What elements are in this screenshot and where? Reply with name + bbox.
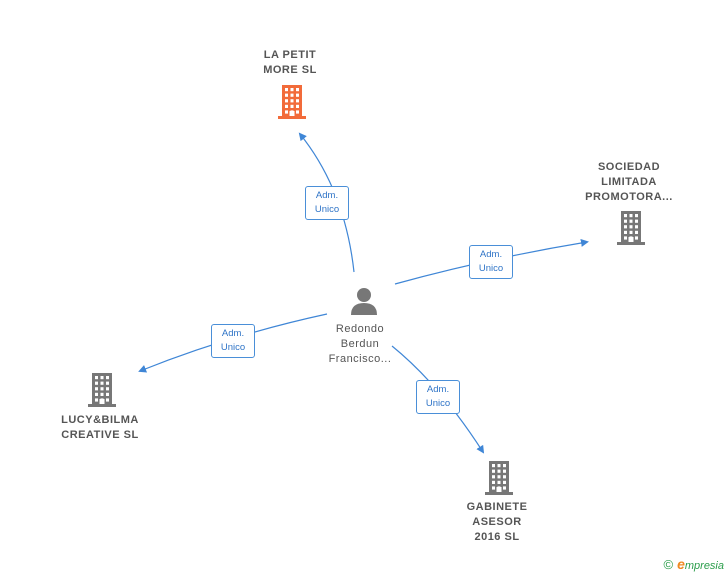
brand-name: mpresia (684, 560, 724, 572)
building-icon[interactable] (278, 85, 306, 119)
role-text: Unico (478, 263, 504, 274)
company-label-sociedad-limitada-line: PROMOTORA... (585, 191, 673, 203)
company-label-la-petit-more[interactable]: LA PETIT MORE SL (230, 48, 350, 78)
role-text: Adm. (315, 190, 339, 201)
company-label-gabinete-asesor-line: GABINETE (466, 501, 528, 513)
role-text: Adm. (221, 328, 245, 339)
company-label-sociedad-limitada[interactable]: SOCIEDAD LIMITADA PROMOTORA... (569, 160, 689, 205)
role-box-la-petit-more[interactable]: Adm. Unico (305, 186, 349, 220)
person-label-line: Berdun (340, 338, 380, 350)
building-icon[interactable] (485, 461, 513, 495)
role-box-sociedad-limitada[interactable]: Adm. Unico (469, 245, 513, 279)
company-label-sociedad-limitada-line: LIMITADA (601, 176, 657, 188)
brand-initial: e (677, 556, 685, 572)
footer-brand: © empresia (663, 556, 724, 572)
role-text: Unico (220, 342, 246, 353)
building-icon[interactable] (88, 373, 116, 407)
company-label-sociedad-limitada-line: SOCIEDAD (597, 161, 661, 173)
person-icon[interactable] (351, 288, 377, 315)
company-label-lucy-bilma[interactable]: LUCY&BILMA CREATIVE SL (40, 413, 160, 443)
role-text: Unico (314, 204, 340, 215)
company-label-lucy-bilma-line: CREATIVE SL (61, 429, 139, 441)
company-label-gabinete-asesor-line: 2016 SL (474, 531, 520, 543)
role-text: Adm. (479, 249, 503, 260)
role-box-lucy-bilma[interactable]: Adm. Unico (211, 324, 255, 358)
building-icon[interactable] (617, 211, 645, 245)
company-label-lucy-bilma-line: LUCY&BILMA (61, 414, 139, 426)
company-label-gabinete-asesor[interactable]: GABINETE ASESOR 2016 SL (437, 500, 557, 545)
person-label-line: Francisco... (328, 353, 392, 365)
role-text: Adm. (426, 384, 450, 395)
copyright-symbol: © (663, 556, 674, 572)
company-label-la-petit-more-line: MORE SL (263, 64, 317, 76)
role-box-gabinete-asesor[interactable]: Adm. Unico (416, 380, 460, 414)
company-label-la-petit-more-line: LA PETIT (263, 49, 317, 61)
company-label-gabinete-asesor-line: ASESOR (472, 516, 522, 528)
role-text: Unico (425, 398, 451, 409)
person-label-line: Redondo (335, 323, 385, 335)
